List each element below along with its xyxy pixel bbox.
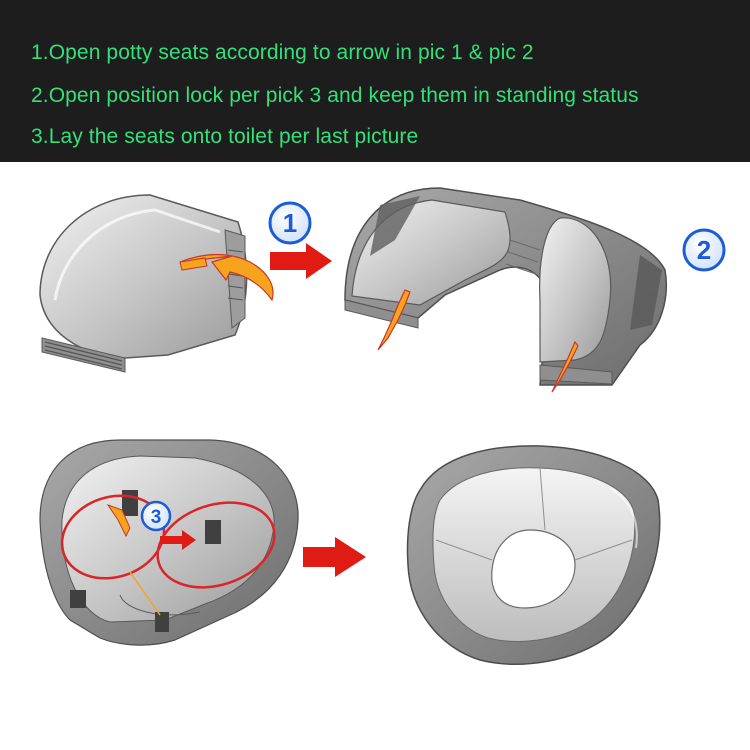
arrow-right-icon	[303, 537, 366, 577]
assembled-seat-illustration	[406, 445, 661, 665]
instructions-banner: 1.Open potty seats according to arrow in…	[0, 0, 750, 162]
instruction-step-1: 1.Open potty seats according to arrow in…	[31, 41, 534, 64]
instruction-step-3: 3.Lay the seats onto toilet per last pic…	[31, 125, 419, 148]
instruction-step-2: 2.Open position lock per pick 3 and keep…	[31, 84, 639, 107]
arrow-right-icon	[270, 243, 332, 279]
badge-2-label: 2	[697, 235, 711, 265]
opening-seat-illustration	[344, 187, 667, 393]
step-badge-2: 2	[682, 228, 726, 272]
step-badge-1: 1	[268, 201, 312, 245]
badge-3-label: 3	[151, 507, 162, 528]
folded-seat-illustration	[39, 194, 274, 373]
step-badge-3: 3	[140, 500, 172, 532]
instruction-illustrations: 1 2	[39, 187, 726, 665]
badge-1-label: 1	[283, 208, 297, 238]
position-lock-illustration	[39, 439, 299, 646]
